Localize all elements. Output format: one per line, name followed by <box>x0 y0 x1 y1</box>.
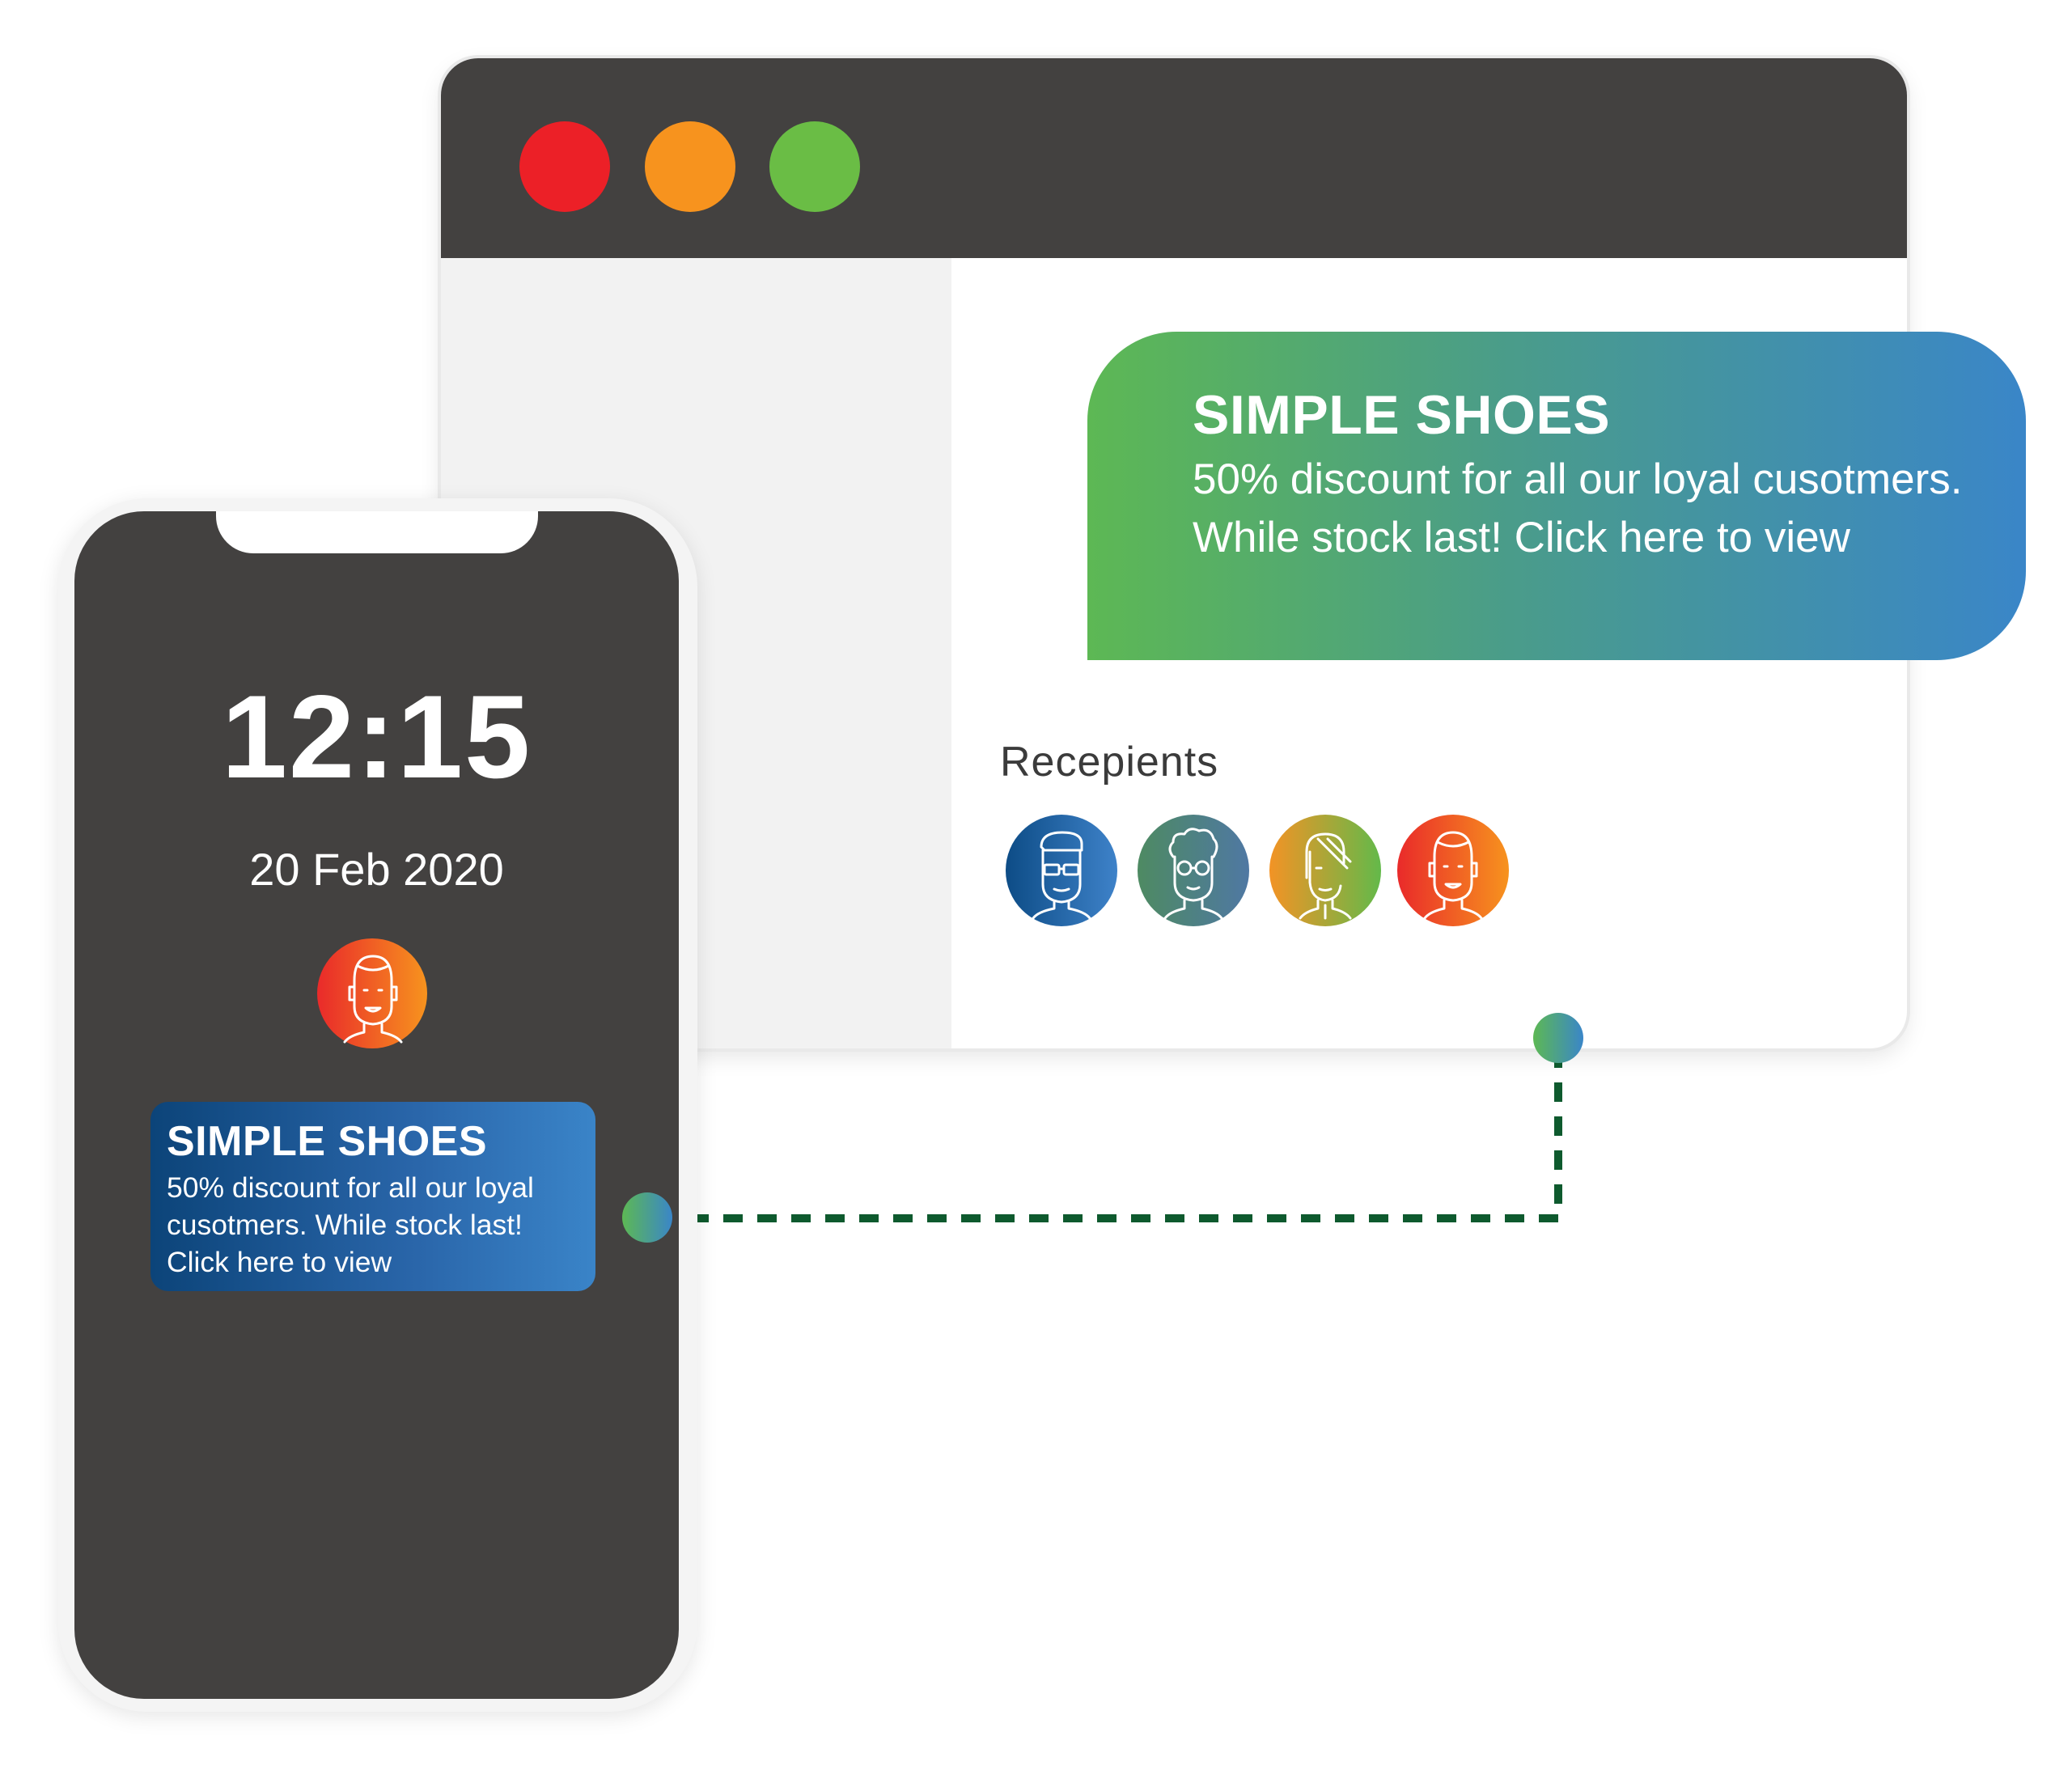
connector-node-top <box>1533 1013 1583 1063</box>
notification-title: SIMPLE SHOES <box>1193 384 1611 446</box>
minimize-window-button[interactable] <box>645 121 735 212</box>
recipient-avatar-3[interactable] <box>1269 815 1381 926</box>
curly-hair-glasses-avatar-icon <box>1163 828 1223 920</box>
recipient-avatar-4[interactable] <box>1397 815 1509 926</box>
recipient-avatar-2[interactable] <box>1138 815 1249 926</box>
phone-notification-body: 50% discount for all our loyal cusotmers… <box>167 1171 534 1278</box>
phone-notification-card[interactable]: SIMPLE SHOES 50% discount for all our lo… <box>150 1102 595 1291</box>
notification-bubble[interactable]: SIMPLE SHOES 50% discount for all our lo… <box>1087 332 2026 660</box>
phone-screen: 12:15 20 Feb 2020 SIMPLE SHOES <box>74 511 679 1699</box>
smiling-man-avatar-icon <box>343 955 403 1044</box>
browser-titlebar <box>441 58 1907 258</box>
close-window-button[interactable] <box>519 121 610 212</box>
smiling-man-avatar-icon <box>1423 831 1483 920</box>
maximize-window-button[interactable] <box>769 121 860 212</box>
sender-avatar <box>317 938 427 1048</box>
connector-node-phone <box>622 1192 672 1243</box>
lockscreen-date: 20 Feb 2020 <box>249 844 504 895</box>
man-with-glasses-avatar-icon <box>1032 831 1091 920</box>
recipients-label: Recepients <box>1000 739 1219 786</box>
recipient-avatar-1[interactable] <box>1006 815 1117 926</box>
woman-with-bangs-avatar-icon <box>1299 832 1352 920</box>
phone-notch <box>216 511 538 553</box>
notification-body: 50% discount for all our loyal cusotmers… <box>1193 455 1963 561</box>
phone-notification-title: SIMPLE SHOES <box>167 1118 488 1165</box>
lockscreen-time: 12:15 <box>221 671 532 803</box>
